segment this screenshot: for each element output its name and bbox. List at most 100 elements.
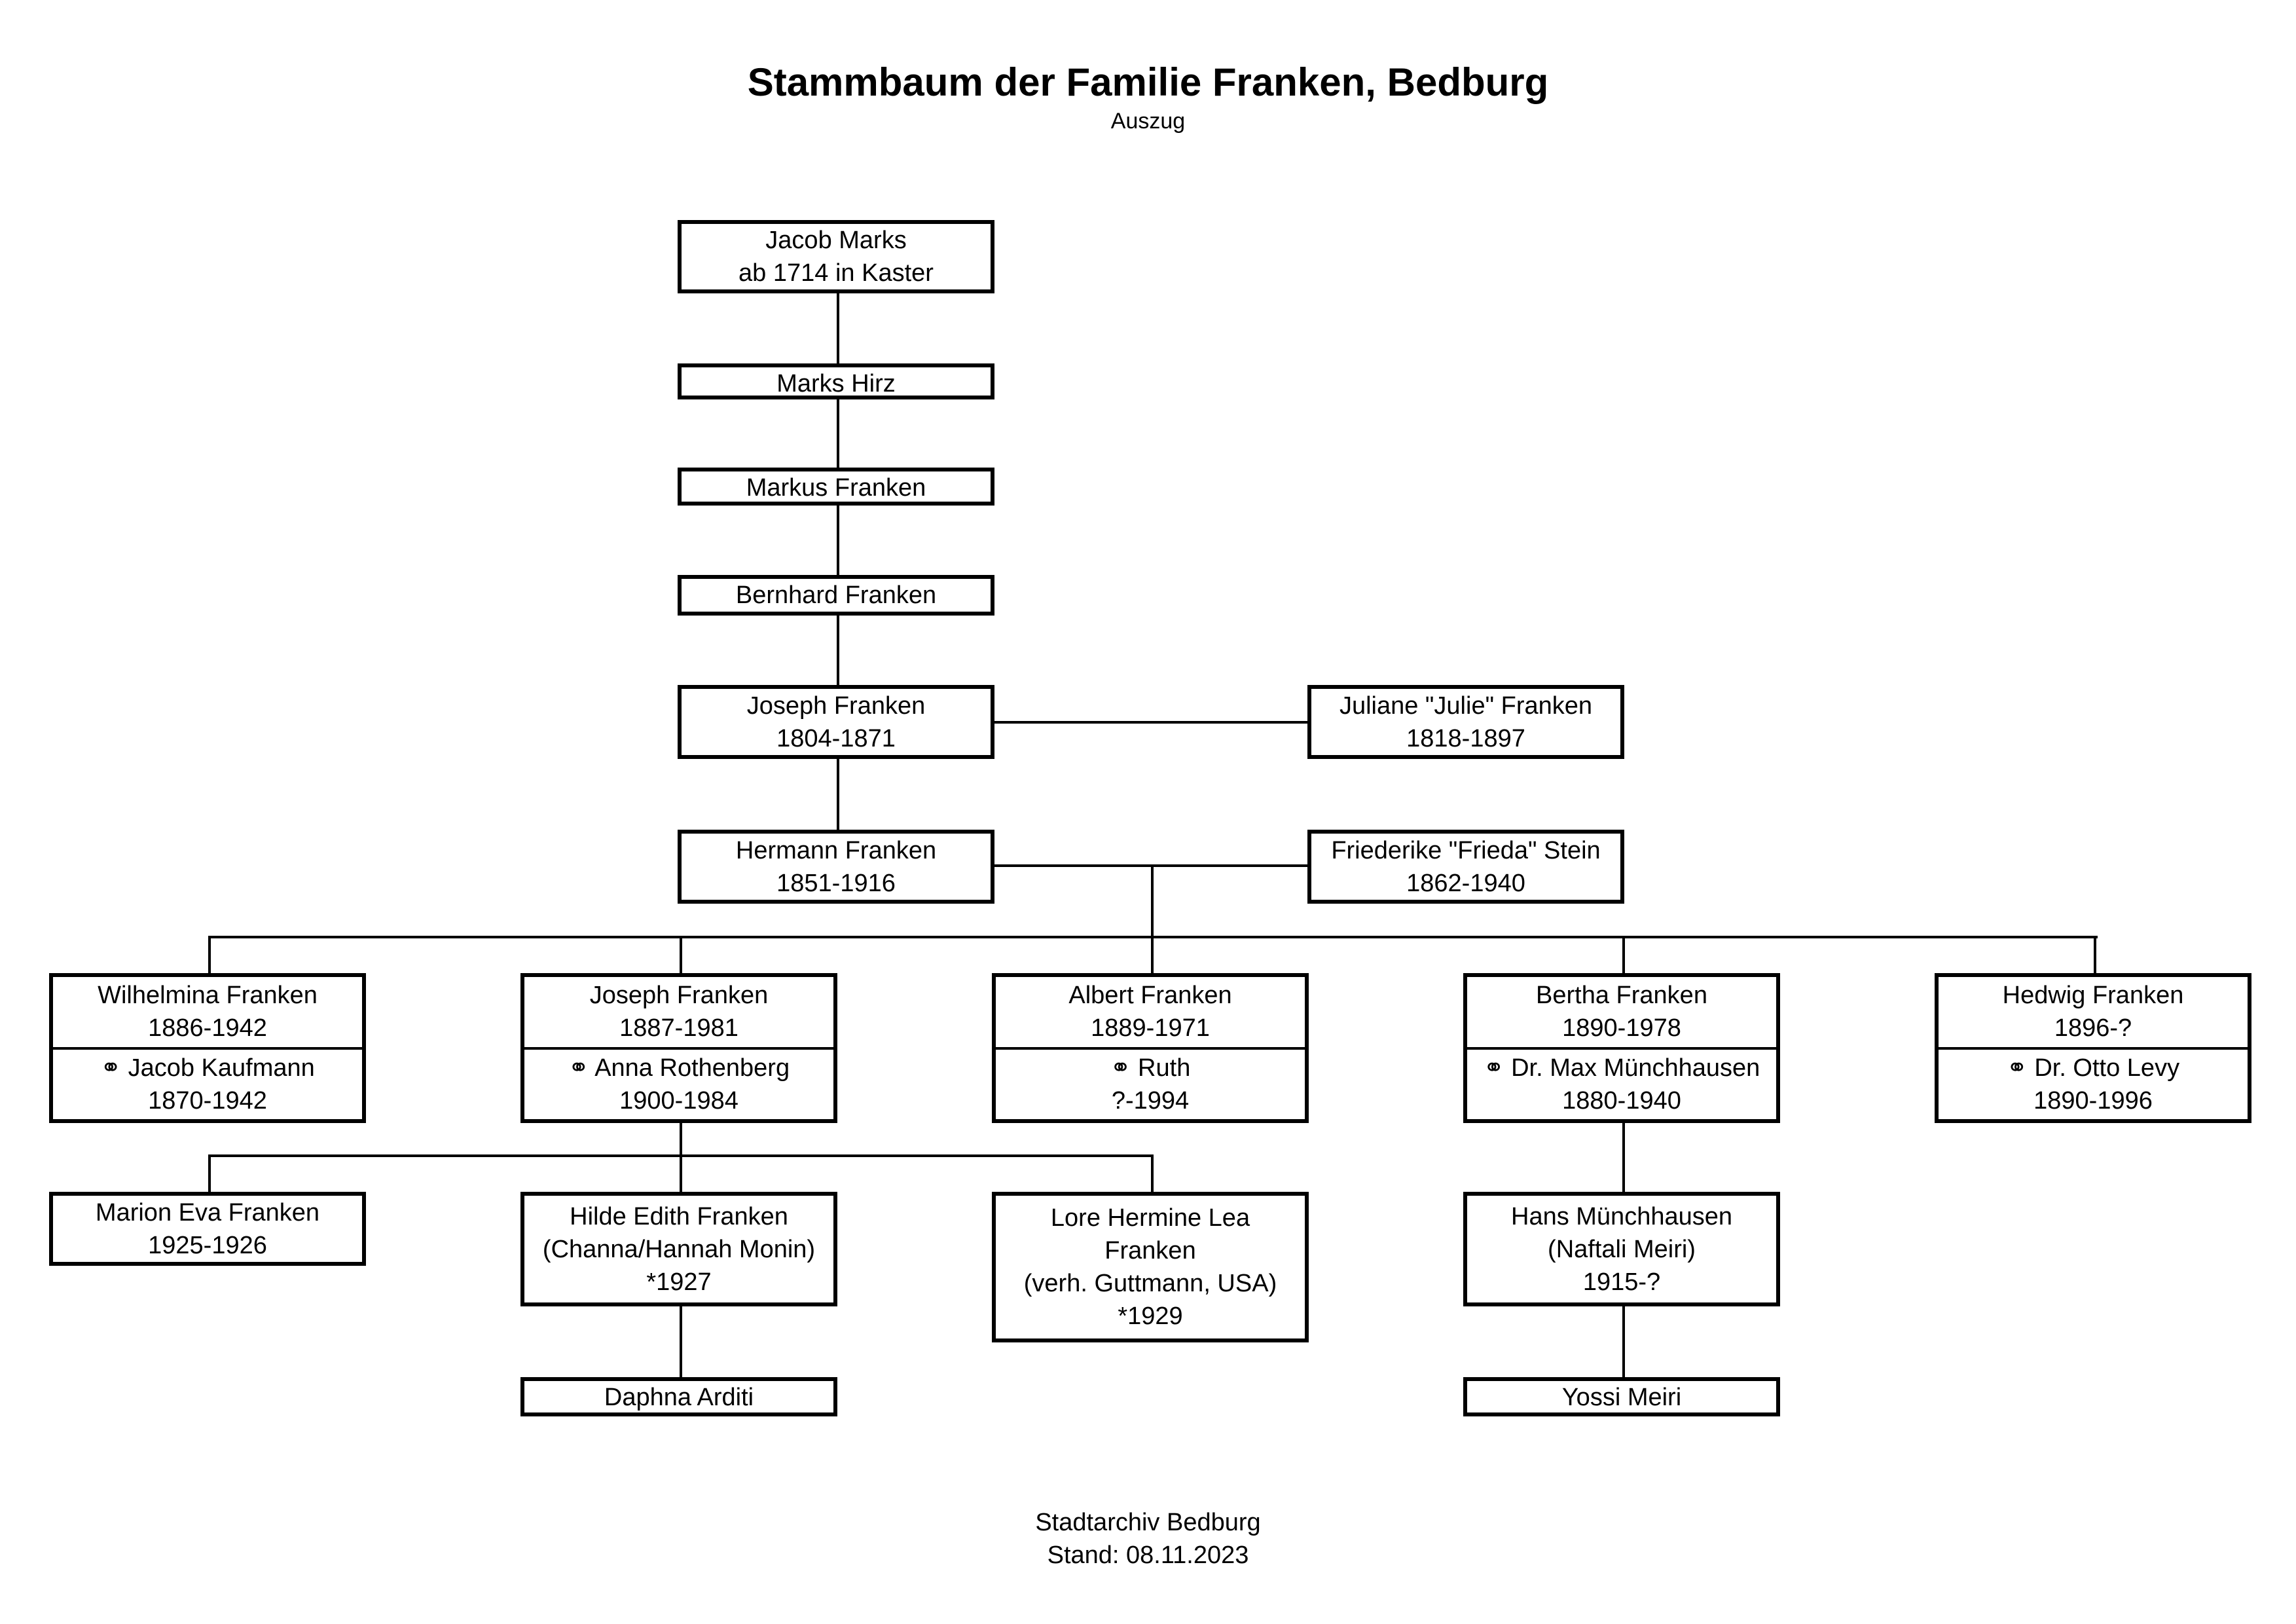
diagram-title: Stammbaum der Familie Franken, Bedburg	[747, 60, 1549, 104]
person-name: Bernhard Franken	[735, 581, 937, 609]
connector-markus-bernhard	[837, 504, 839, 576]
person-joseph-franken-jr: Joseph Franken 1887-1981 ⚭ Anna Rothenbe…	[520, 973, 837, 1123]
person-name: Joseph Franken	[746, 692, 926, 720]
person-hilde-franken: Hilde Edith Franken (Channa/Hannah Monin…	[520, 1192, 837, 1306]
person-name: Hedwig Franken	[2002, 982, 2184, 1010]
connector-jacob-marks	[837, 292, 839, 365]
person-dates: 1818-1897	[1406, 724, 1525, 752]
person-dates: *1929	[1118, 1302, 1183, 1330]
person-name: Wilhelmina Franken	[98, 982, 318, 1010]
person-dates: 1915-?	[1582, 1268, 1661, 1296]
person-cell: Joseph Franken 1887-1981	[524, 977, 833, 1047]
person-name-line1: Lore Hermine Lea	[1050, 1204, 1250, 1232]
spouse-cell: ⚭ Jacob Kaufmann 1870-1942	[53, 1046, 362, 1120]
person-dates: 1804-1871	[776, 724, 896, 752]
person-name: Marion Eva Franken	[95, 1198, 320, 1227]
person-yossi-meiri: Yossi Meiri	[1463, 1377, 1780, 1416]
connector-joseph-jr-children	[680, 1122, 682, 1156]
person-wilhelmina-franken: Wilhelmina Franken 1886-1942 ⚭ Jacob Kau…	[49, 973, 366, 1123]
person-dates: 1886-1942	[148, 1014, 267, 1043]
spouse-cell: ⚭ Anna Rothenberg 1900-1984	[524, 1046, 833, 1120]
person-lore-franken: Lore Hermine Lea Franken (verh. Guttmann…	[992, 1192, 1309, 1342]
drop-bertha	[1622, 936, 1625, 974]
spouse-cell: ⚭ Dr. Max Münchhausen 1880-1940	[1467, 1046, 1776, 1120]
person-name: Juliane "Julie" Franken	[1339, 692, 1593, 720]
person-cell: Wilhelmina Franken 1886-1942	[53, 977, 362, 1047]
spouse-dates: 1880-1940	[1562, 1086, 1681, 1115]
footer-date: Stand: 08.11.2023	[1047, 1541, 1249, 1569]
spouse-name: ⚭ Dr. Otto Levy	[2006, 1054, 2180, 1082]
connector-bertha-hans	[1622, 1122, 1625, 1193]
person-dates: 1887-1981	[619, 1014, 738, 1043]
spouse-name: ⚭ Anna Rothenberg	[568, 1054, 790, 1082]
drop-wilhelmina	[208, 936, 211, 974]
spouse-dates: 1890-1996	[2033, 1086, 2153, 1115]
person-name: Hans Münchhausen	[1511, 1202, 1732, 1230]
person-marion-franken: Marion Eva Franken 1925-1926	[49, 1192, 366, 1266]
person-name: Hilde Edith Franken	[570, 1202, 788, 1230]
connector-bernhard-joseph	[837, 614, 839, 686]
spouse-name: ⚭ Jacob Kaufmann	[100, 1054, 315, 1082]
person-cell: Bertha Franken 1890-1978	[1467, 977, 1776, 1047]
person-cell: Hedwig Franken 1896-?	[1939, 977, 2248, 1047]
person-name: Albert Franken	[1068, 982, 1232, 1010]
drop-lore	[1151, 1154, 1154, 1193]
diagram-subtitle: Auszug	[1110, 109, 1186, 134]
person-hans-muenchhausen: Hans Münchhausen (Naftali Meiri) 1915-?	[1463, 1192, 1780, 1306]
spouse-cell: ⚭ Ruth ?-1994	[996, 1046, 1305, 1120]
connector-hilde-daphna	[680, 1305, 682, 1378]
person-markus-franken: Markus Franken	[678, 468, 994, 506]
person-name: Hermann Franken	[735, 836, 937, 864]
drop-joseph-jr	[680, 936, 682, 974]
footer-source: Stadtarchiv Bedburg	[1035, 1509, 1261, 1536]
person-name: Markus Franken	[746, 474, 926, 502]
person-name: Joseph Franken	[589, 982, 769, 1010]
connector-marriage-children	[1151, 866, 1154, 936]
person-cell: Albert Franken 1889-1971	[996, 977, 1305, 1047]
person-name: Bertha Franken	[1536, 982, 1707, 1010]
spouse-name: ⚭ Dr. Max Münchhausen	[1483, 1054, 1760, 1082]
person-dates: 1896-?	[2054, 1014, 2132, 1043]
person-hermann-franken: Hermann Franken 1851-1916	[678, 830, 994, 904]
person-bernhard-franken: Bernhard Franken	[678, 575, 994, 616]
person-name: Friederike "Frieda" Stein	[1331, 836, 1601, 864]
person-detail: ab 1714 in Kaster	[738, 259, 934, 287]
person-dates: 1862-1940	[1406, 869, 1525, 897]
person-dates: 1890-1978	[1562, 1014, 1681, 1043]
drop-albert	[1151, 936, 1154, 974]
person-note: (verh. Guttmann, USA)	[1023, 1270, 1277, 1297]
person-dates: 1851-1916	[776, 869, 896, 897]
person-dates: 1925-1926	[148, 1231, 267, 1259]
spouse-cell: ⚭ Dr. Otto Levy 1890-1996	[1939, 1046, 2248, 1120]
drop-marion	[208, 1154, 211, 1193]
person-joseph-franken-sr: Joseph Franken 1804-1871	[678, 685, 994, 759]
person-name: Daphna Arditi	[604, 1384, 754, 1411]
person-juliane-franken: Juliane "Julie" Franken 1818-1897	[1307, 685, 1624, 759]
person-bertha-franken: Bertha Franken 1890-1978 ⚭ Dr. Max Münch…	[1463, 973, 1780, 1123]
connector-hans-yossi	[1622, 1305, 1625, 1378]
person-dates: *1927	[646, 1268, 712, 1296]
spouse-dates: 1900-1984	[619, 1086, 738, 1115]
person-alias: (Naftali Meiri)	[1548, 1235, 1696, 1263]
drop-hedwig	[2094, 936, 2096, 974]
person-name: Marks Hirz	[776, 370, 896, 397]
spouse-dates: ?-1994	[1111, 1086, 1190, 1115]
person-name-line2: Franken	[1104, 1237, 1196, 1264]
person-jacob-marks: Jacob Marks ab 1714 in Kaster	[678, 220, 994, 293]
person-albert-franken: Albert Franken 1889-1971 ⚭ Ruth ?-1994	[992, 973, 1309, 1123]
person-name: Jacob Marks	[765, 227, 907, 254]
spouse-name: ⚭ Ruth	[1110, 1054, 1191, 1082]
person-friederike-stein: Friederike "Frieda" Stein 1862-1940	[1307, 830, 1624, 904]
person-daphna-arditi: Daphna Arditi	[520, 1377, 837, 1416]
person-alias: (Channa/Hannah Monin)	[542, 1235, 816, 1263]
connector-joseph-hermann	[837, 758, 839, 831]
drop-hilde	[680, 1154, 682, 1193]
connector-marks-markus	[837, 398, 839, 469]
person-hedwig-franken: Hedwig Franken 1896-? ⚭ Dr. Otto Levy 18…	[1935, 973, 2251, 1123]
spouse-dates: 1870-1942	[148, 1086, 267, 1115]
marriage-line-joseph-juliane	[994, 721, 1309, 724]
person-marks-hirz: Marks Hirz	[678, 363, 994, 399]
person-name: Yossi Meiri	[1561, 1384, 1682, 1411]
person-dates: 1889-1971	[1091, 1014, 1210, 1043]
